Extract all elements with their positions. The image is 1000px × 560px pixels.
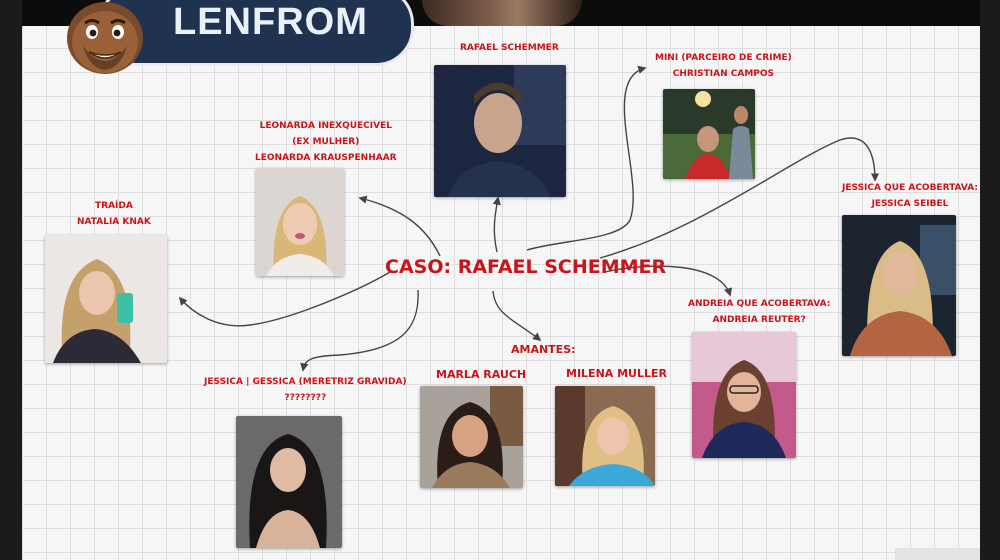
jessica-gessica-label: JESSICA | GESSICA (MERETRIZ GRAVIDA) ???… (204, 374, 407, 406)
mini-label: MINI (PARCEIRO DE CRIME) CHRISTIAN CAMPO… (655, 50, 792, 82)
leonarda-line-3: LEONARDA KRAUSPENHAAR (255, 153, 397, 163)
memoji-avatar-icon (55, 0, 153, 76)
traida-line-1: TRAÍDA (95, 201, 133, 211)
corner-tab (895, 548, 980, 560)
rafael-photo (434, 65, 566, 197)
connector-to-rafael (492, 196, 501, 253)
presenter-face (422, 0, 582, 26)
connector-to-jessica-gessica (300, 289, 419, 372)
traida-photo (45, 235, 167, 363)
case-title: CASO: RAFAEL SCHEMMER (385, 256, 667, 278)
milena-name: MILENA MULLER (566, 367, 667, 380)
marla-photo (420, 386, 523, 488)
jessica-seibel-label: JESSICA QUE ACOBERTAVA: JESSICA SEIBEL (842, 180, 978, 212)
jessica-gessica-photo (236, 416, 342, 548)
marla-label: MARLA RAUCH (436, 367, 526, 383)
jessica-gessica-line-2: ???????? (284, 393, 327, 403)
milena-photo (555, 386, 655, 486)
jessica-seibel-line-1: JESSICA QUE ACOBERTAVA: (842, 183, 978, 193)
leonarda-photo (256, 168, 344, 276)
mini-line-2: CHRISTIAN CAMPOS (672, 69, 775, 79)
andreia-line-2: ANDREIA REUTER? (712, 315, 806, 325)
rafael-label: RAFAEL SCHEMMER (460, 40, 559, 56)
jessica-seibel-line-2: JESSICA SEIBEL (871, 199, 949, 209)
mini-line-1: MINI (PARCEIRO DE CRIME) (655, 53, 792, 63)
andreia-line-1: ANDREIA QUE ACOBERTAVA: (688, 299, 831, 309)
jessica-gessica-line-1: JESSICA | GESSICA (MERETRIZ GRAVIDA) (204, 377, 407, 387)
mini-photo (663, 89, 755, 179)
connector-to-andreia (604, 265, 733, 297)
leonarda-line-1: LEONARDA INEXQUECIVEL (259, 121, 392, 131)
connector-to-amantes (492, 290, 542, 342)
amantes-heading: AMANTES: (511, 343, 576, 356)
andreia-label: ANDREIA QUE ACOBERTAVA: ANDREIA REUTER? (688, 296, 830, 328)
connector-to-traida (178, 271, 391, 327)
milena-label: MILENA MULLER (566, 366, 667, 382)
rafael-name: RAFAEL SCHEMMER (460, 43, 559, 53)
jessica-seibel-photo (842, 215, 956, 356)
brand-banner: LENFROM (98, 0, 414, 66)
traida-line-2: NATALIA KNAK (77, 217, 151, 227)
amantes-label: AMANTES: (511, 342, 576, 358)
traida-label: TRAÍDA NATALIA KNAK (77, 198, 151, 230)
brand-name: LENFROM (173, 1, 368, 43)
andreia-photo (692, 332, 796, 458)
marla-name: MARLA RAUCH (436, 368, 527, 381)
leonarda-line-2: (EX MULHER) (292, 137, 360, 147)
connector-to-leonarda (358, 195, 441, 257)
connector-to-mini (526, 65, 647, 251)
leonarda-label: LEONARDA INEXQUECIVEL (EX MULHER) LEONAR… (255, 118, 397, 166)
connector-to-jessica-seibel (599, 137, 880, 259)
